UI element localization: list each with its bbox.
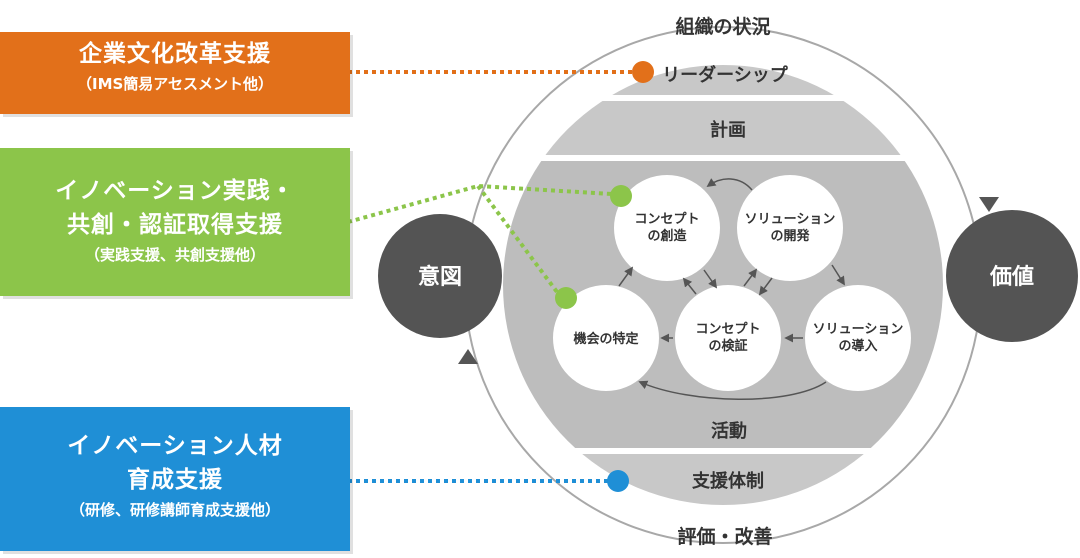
dot-green-identify [555,287,577,309]
connectors [347,70,632,483]
dot-blue [607,470,629,492]
process-identify-label: 機会の特定 [573,331,638,346]
band-activity-label: 活動 [711,420,747,441]
bottom-label: 評価・改善 [677,525,772,548]
process-develop-line1: ソリューション [745,211,836,226]
top-label: 組織の状況 [675,15,770,38]
connector-green-identify [476,184,562,298]
innovation-talent-title-line2: 育成支援 [127,467,223,493]
org-culture-sub: （IMS簡易アセスメント他） [76,75,273,93]
intent-circle [378,214,502,338]
value-circle [946,210,1078,342]
process-create-line2: の創造 [647,228,687,243]
process-deploy-line2: の導入 [838,338,877,353]
arrow-develop-to-verify [758,277,773,296]
innovation-practice-title-line2: 共創・認証取得支援 [67,212,283,238]
arrow-verify-to-create [682,277,697,295]
dot-orange [632,61,654,83]
value-label: 価値 [989,264,1034,289]
process-develop [737,175,843,281]
process-deploy [805,285,911,391]
process-arrows [618,178,845,400]
org-culture-support-box: 企業文化改革支援 （IMS簡易アセスメント他） [0,32,350,114]
innovation-talent-support-box: イノベーション人材 育成支援 （研修、研修講師育成支援他） [0,407,350,551]
band-support-label: 支援体制 [691,470,764,491]
process-create-line1: コンセプト [634,211,699,226]
arrow-develop-to-deploy [831,264,845,286]
innovation-practice-sub: （実践支援、共創支援他） [84,246,265,264]
arrow-develop-to-create [706,178,753,191]
org-culture-title: 企業文化改革支援 [79,41,271,67]
arrow-identify-to-create [618,266,634,287]
intent-label: 意図 [418,264,462,289]
arrow-deploy-to-identify [638,380,827,400]
process-identify [553,285,659,391]
connector-green-create [347,183,613,224]
ring-arrowhead-left [458,349,478,364]
process-verify-line2: の検証 [708,338,747,353]
band-leadership-label: リーダーシップ [662,64,789,85]
process-verify-line1: コンセプト [695,321,760,336]
innovation-practice-title-line1: イノベーション実践・ [55,178,295,204]
arrow-verify-to-develop [743,268,758,287]
band-plan-label: 計画 [710,119,746,140]
arrow-create-to-verify [703,269,718,289]
process-deploy-line1: ソリューション [813,321,904,336]
innovation-practice-support-box: イノベーション実践・ 共創・認証取得支援 （実践支援、共創支援他） [0,148,350,296]
innovation-talent-title-line1: イノベーション人材 [67,433,283,459]
dot-green-create [610,185,632,207]
ring-arrowhead-right [979,197,999,212]
process-develop-line2: の開発 [770,228,810,243]
process-create [614,175,720,281]
innovation-talent-sub: （研修、研修講師育成支援他） [69,501,280,519]
process-verify [675,285,781,391]
